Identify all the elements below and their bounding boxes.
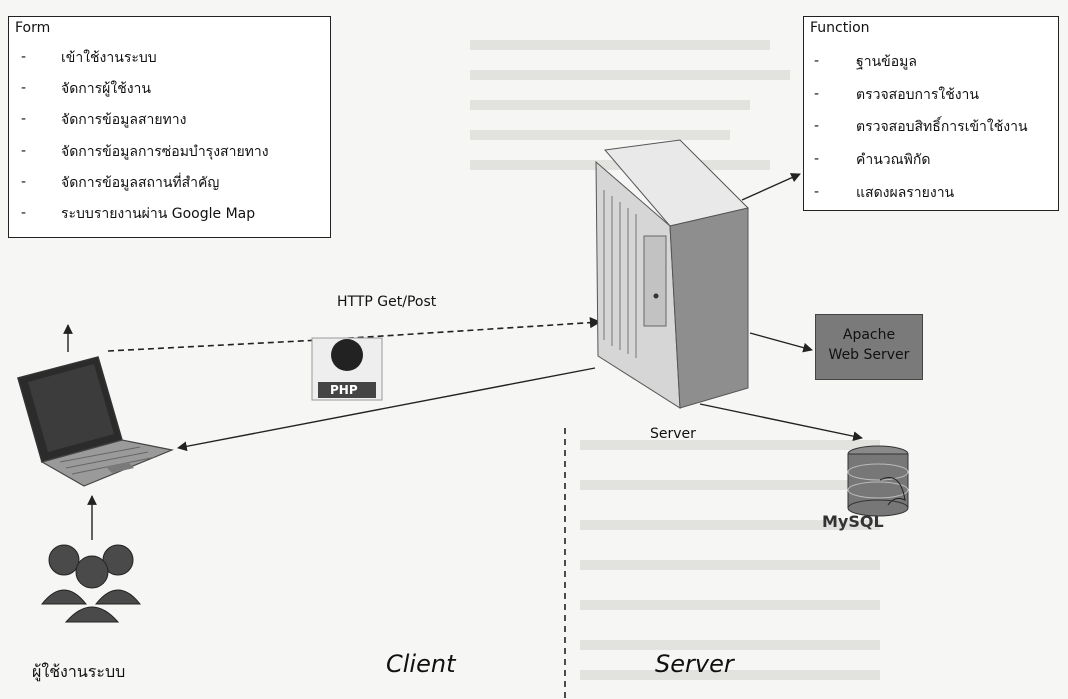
form-item: จัดการผู้ใช้งาน [61, 81, 151, 97]
apache-web-server: Apache Web Server [815, 314, 923, 380]
function-box-title: Function [810, 20, 870, 36]
bullet-dash: - [21, 80, 27, 96]
form-item: เข้าใช้งานระบบ [61, 50, 157, 66]
function-item: แสดงผลรายงาน [856, 185, 955, 201]
bullet-dash: - [21, 111, 27, 127]
apache-label-line1: Apache [842, 327, 896, 343]
function-item: ตรวจสอบการใช้งาน [856, 87, 979, 103]
bullet-dash: - [21, 143, 27, 159]
response-arrow [177, 367, 596, 452]
form-box-title: Form [15, 20, 51, 36]
form-item: จัดการข้อมูลการซ่อมบำรุงสายทาง [61, 144, 269, 160]
bullet-dash: - [814, 53, 820, 69]
server-mysql-arrow [699, 403, 863, 441]
bullet-dash: - [21, 205, 27, 221]
form-box: Form - เข้าใช้งานระบบ - จัดการผู้ใช้งาน … [8, 16, 331, 238]
function-box: Function - ฐานข้อมูล - ตรวจสอบการใช้งาน … [803, 16, 1059, 211]
form-item: จัดการข้อมูลสายทาง [61, 112, 187, 128]
form-item: ระบบรายงานผ่าน Google Map [61, 206, 256, 222]
function-item: ตรวจสอบสิทธิ์การเข้าใช้งาน [856, 119, 1028, 135]
apache-label-line2: Web Server [828, 347, 910, 363]
bullet-dash: - [814, 184, 820, 200]
server-zone-label: Server [655, 650, 734, 678]
mysql-label: MySQL [822, 512, 884, 531]
bullet-dash: - [814, 118, 820, 134]
function-item: คำนวณพิกัด [856, 152, 931, 168]
form-item: จัดการข้อมูลสถานที่สำคัญ [61, 175, 220, 191]
function-item: ฐานข้อมูล [856, 54, 917, 70]
server-apache-arrow [749, 332, 813, 353]
php-label: PHP [330, 383, 358, 397]
server-function-arrow [741, 173, 801, 201]
server-caption: Server [650, 426, 696, 442]
bullet-dash: - [814, 86, 820, 102]
bullet-dash: - [814, 151, 820, 167]
http-label: HTTP Get/Post [337, 294, 437, 310]
bullet-dash: - [21, 174, 27, 190]
users-label: ผู้ใช้งานระบบ [32, 662, 126, 681]
client-zone-label: Client [386, 650, 456, 678]
bullet-dash: - [21, 49, 27, 65]
